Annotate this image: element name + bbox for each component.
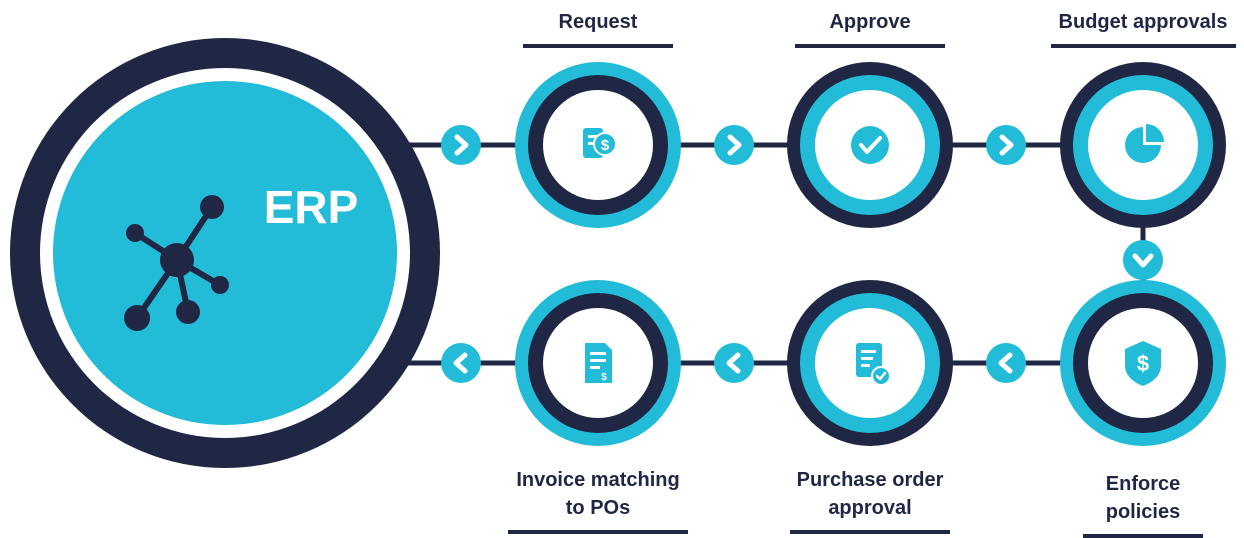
step-label-underline xyxy=(790,530,950,534)
step-label-line: approval xyxy=(828,497,912,519)
connectors xyxy=(400,142,1146,366)
shield-dollar-icon: $ xyxy=(1125,341,1161,386)
svg-text:$: $ xyxy=(601,372,607,383)
step-node-enforce-policies: $ xyxy=(1060,280,1226,446)
step-label-line: Enforce xyxy=(1105,473,1181,495)
step-node-request: $ xyxy=(515,62,681,228)
step-label-line: Purchase order xyxy=(796,469,944,491)
step-label-approve: Approve xyxy=(795,8,945,36)
step-label-line: to POs xyxy=(565,497,631,519)
pie-chart-icon xyxy=(1125,124,1164,163)
step-label-underline xyxy=(795,44,945,48)
step-label-line: Invoice matching xyxy=(516,469,680,491)
step-nodes: $ $ $ xyxy=(515,62,1226,446)
step-label-request: Request xyxy=(523,8,673,36)
step-label-line: Request xyxy=(558,11,638,33)
step-node-budget-approvals xyxy=(1060,62,1226,228)
chevron-left-icon xyxy=(714,343,754,383)
chevron-right-icon xyxy=(441,125,481,165)
checkmark-circle-icon xyxy=(851,126,889,164)
step-label-underline xyxy=(1083,534,1203,538)
step-node-invoice-matching: $ xyxy=(515,280,681,446)
step-label-line: policies xyxy=(1105,501,1181,523)
step-label-line: Budget approvals xyxy=(1058,11,1228,33)
step-node-purchase-order-approval xyxy=(787,280,953,446)
step-label-underline xyxy=(523,44,673,48)
step-label-budget-approvals: Budget approvals xyxy=(1051,8,1236,36)
chevron-left-icon xyxy=(441,343,481,383)
chevron-right-icon xyxy=(986,125,1026,165)
receipt-dollar-icon: $ xyxy=(585,343,612,383)
step-label-enforce-policies: Enforce policies xyxy=(1083,470,1203,526)
chevron-right-icon xyxy=(714,125,754,165)
step-label-underline xyxy=(1050,44,1236,48)
step-node-approve xyxy=(787,62,953,228)
step-label-underline xyxy=(508,530,688,534)
chevron-left-icon xyxy=(986,343,1026,383)
network-nodes-icon xyxy=(124,195,229,331)
arrow-markers xyxy=(441,125,1163,383)
chevron-down-icon xyxy=(1123,240,1163,280)
step-label-line: Approve xyxy=(829,11,911,33)
step-label-invoice-matching: Invoice matching to POs xyxy=(508,466,688,522)
svg-text:$: $ xyxy=(1137,351,1149,376)
invoice-dollar-icon: $ xyxy=(583,128,617,158)
svg-text:$: $ xyxy=(601,137,610,154)
hub-label: ERP xyxy=(264,181,359,233)
document-check-icon xyxy=(856,343,891,386)
erp-hub: ERP xyxy=(10,38,440,468)
step-label-purchase-order-approval: Purchase order approval xyxy=(790,466,950,522)
